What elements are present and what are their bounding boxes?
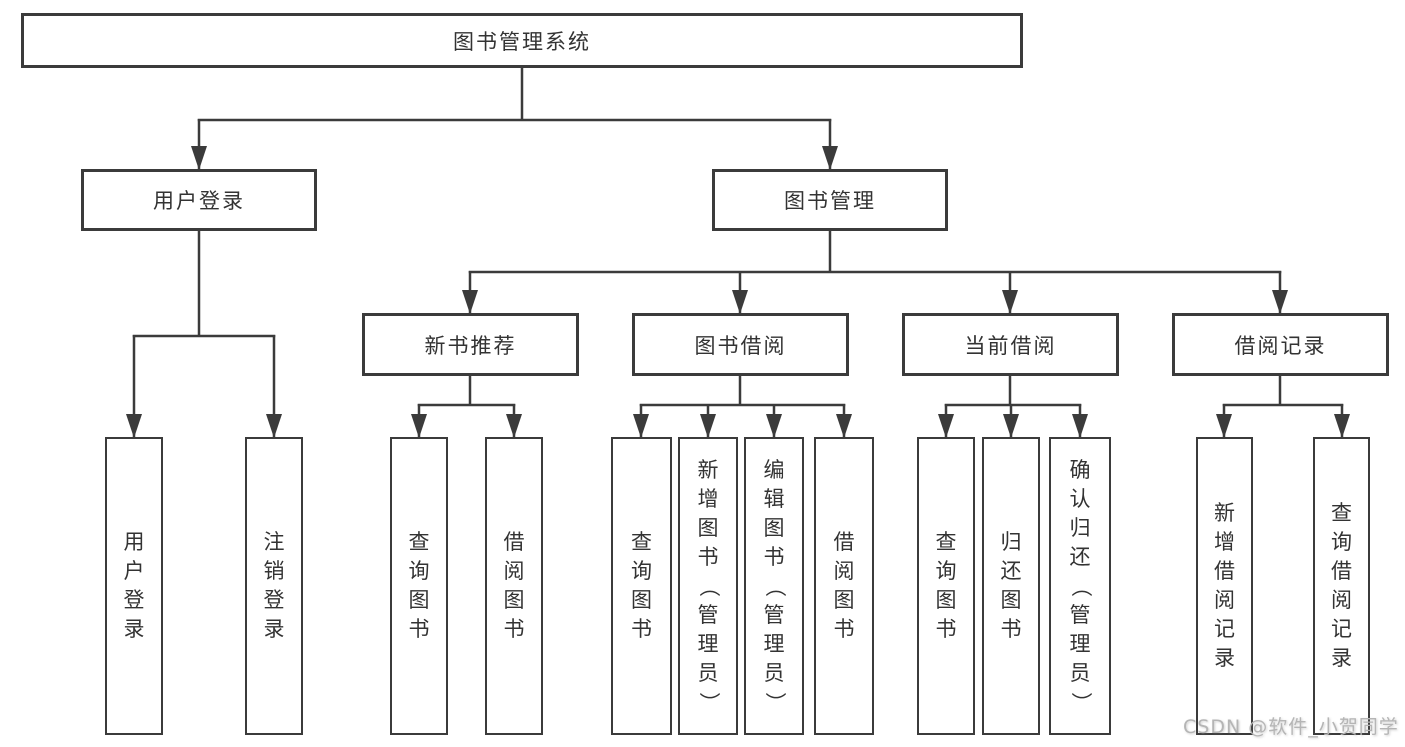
- leaf-current-query-books: 查询图书: [917, 437, 975, 735]
- leaf-record-query-label: 查询借阅记录: [1331, 501, 1352, 670]
- node-book-management: 图书管理: [712, 169, 948, 231]
- node-book-borrow: 图书借阅: [632, 313, 849, 376]
- leaf-borrow-edit-books-label: 编辑图书（管理员）: [762, 457, 787, 713]
- leaf-user-login: 用户登录: [105, 437, 163, 735]
- connector-borrow-record-to-leaves: [1216, 374, 1350, 438]
- node-root: 图书管理系统: [21, 13, 1023, 68]
- leaf-current-confirm-return-label: 确认归还（管理员）: [1068, 457, 1093, 713]
- connector-book-borrow-to-leaves: [633, 374, 852, 438]
- leaf-record-add: 新增借阅记录: [1196, 437, 1253, 735]
- leaf-borrow-query-books: 查询图书: [611, 437, 672, 735]
- node-new-book-recommend: 新书推荐: [362, 313, 579, 376]
- leaf-borrow-borrow-books-label: 借阅图书: [833, 530, 855, 641]
- leaf-current-return-books-label: 归还图书: [1000, 530, 1022, 641]
- leaf-logout: 注销登录: [245, 437, 303, 735]
- leaf-borrow-add-books-label: 新增图书（管理员）: [696, 457, 721, 713]
- leaf-current-return-books: 归还图书: [982, 437, 1040, 735]
- node-borrow-record: 借阅记录: [1172, 313, 1389, 376]
- leaf-recommend-borrow-books: 借阅图书: [485, 437, 543, 735]
- leaf-record-add-label: 新增借阅记录: [1214, 501, 1235, 670]
- leaf-current-query-books-label: 查询图书: [935, 530, 957, 641]
- leaf-logout-label: 注销登录: [263, 530, 285, 641]
- node-current-borrow-label: 当前借阅: [964, 333, 1057, 358]
- leaf-recommend-borrow-books-label: 借阅图书: [503, 530, 525, 641]
- node-book-borrow-label: 图书借阅: [694, 333, 787, 358]
- connector-book-management-to-level3: [462, 229, 1288, 314]
- node-current-borrow: 当前借阅: [902, 313, 1119, 376]
- connector-new-book-recommend-to-leaves: [411, 374, 522, 438]
- connector-root-to-level2: [191, 66, 838, 170]
- leaf-user-login-label: 用户登录: [123, 530, 145, 641]
- watermark: CSDN @软件_小贺同学: [1183, 716, 1399, 738]
- node-book-management-label: 图书管理: [784, 189, 876, 213]
- leaf-borrow-query-books-label: 查询图书: [631, 530, 652, 641]
- leaf-current-confirm-return: 确认归还（管理员）: [1049, 437, 1111, 735]
- node-new-book-recommend-label: 新书推荐: [424, 333, 517, 358]
- connector-current-borrow-to-leaves: [938, 374, 1088, 438]
- leaf-recommend-query-books-label: 查询图书: [408, 530, 430, 641]
- leaf-record-query: 查询借阅记录: [1313, 437, 1370, 735]
- node-root-label: 图书管理系统: [453, 29, 591, 54]
- leaf-borrow-borrow-books: 借阅图书: [814, 437, 874, 735]
- node-user-login-label: 用户登录: [153, 189, 245, 213]
- node-user-login: 用户登录: [81, 169, 317, 231]
- leaf-borrow-edit-books: 编辑图书（管理员）: [744, 437, 804, 735]
- leaf-recommend-query-books: 查询图书: [390, 437, 448, 735]
- leaf-borrow-add-books: 新增图书（管理员）: [678, 437, 738, 735]
- connector-user-login-to-children: [126, 229, 282, 438]
- node-borrow-record-label: 借阅记录: [1234, 333, 1327, 358]
